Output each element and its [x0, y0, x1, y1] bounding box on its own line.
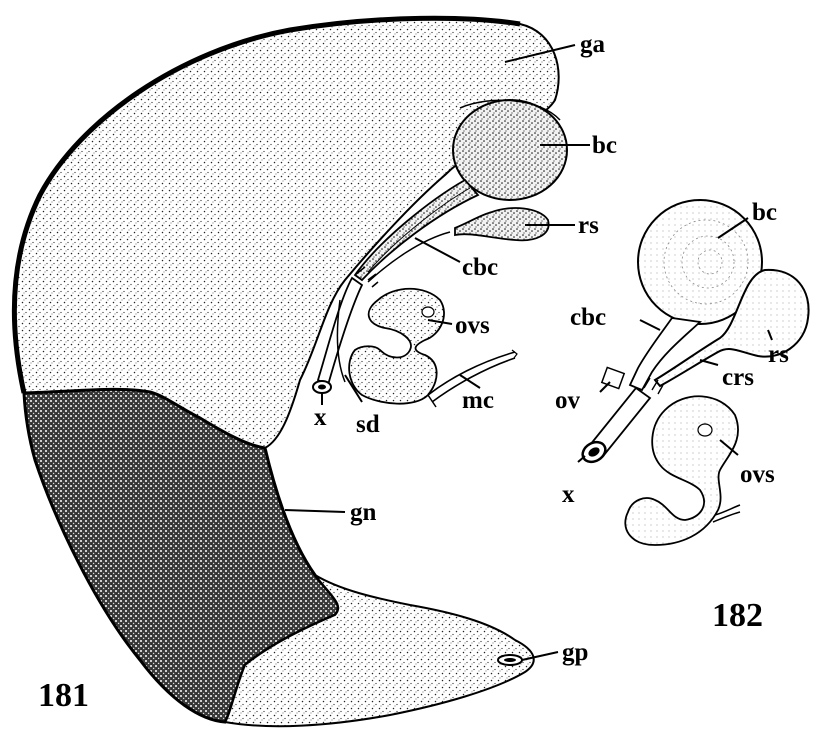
ovispermatic-structure-182 — [625, 396, 738, 545]
label-ov-182: ov — [555, 387, 581, 414]
label-bc: bc — [592, 132, 617, 159]
oviduct-band — [602, 367, 624, 388]
ovispermatic-structure — [349, 289, 444, 404]
label-crs-182: crs — [722, 364, 754, 391]
label-gp: gp — [562, 639, 588, 666]
label-rs-182: rs — [768, 341, 789, 368]
label-ovs-182: ovs — [740, 461, 775, 488]
label-gn: gn — [350, 499, 377, 526]
label-bc-182: bc — [752, 199, 777, 226]
figure-number-181: 181 — [38, 677, 89, 714]
label-sd: sd — [356, 411, 380, 438]
label-ovs: ovs — [455, 312, 490, 339]
label-x: x — [314, 404, 327, 431]
figure-181: ga bc rs cbc ovs mc x sd gn gp 181 — [14, 18, 617, 726]
label-mc: mc — [462, 387, 494, 414]
label-ga: ga — [580, 31, 606, 58]
label-x-182: x — [562, 481, 575, 508]
label-cbc-182: cbc — [570, 304, 606, 331]
figure-number-182: 182 — [712, 597, 763, 634]
figure-182: bc cbc rs crs ov ovs x 182 — [555, 199, 809, 634]
label-cbc: cbc — [462, 254, 498, 281]
label-rs: rs — [578, 212, 599, 239]
